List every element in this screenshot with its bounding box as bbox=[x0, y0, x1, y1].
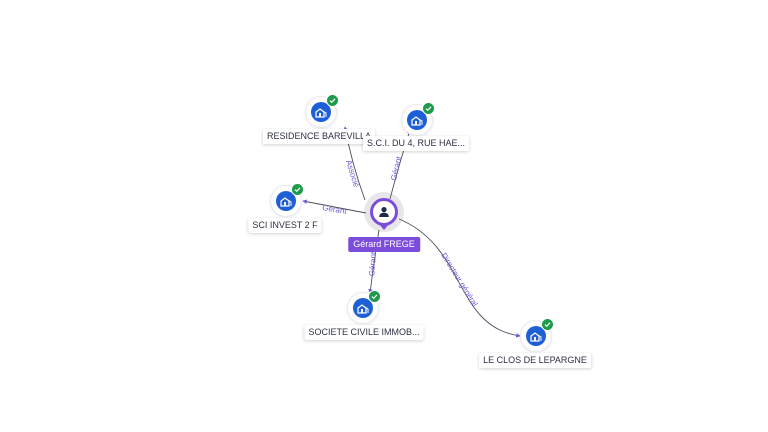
edge-label-clos: Directeur général bbox=[439, 251, 479, 308]
building-icon bbox=[526, 326, 546, 346]
company-node-civile[interactable] bbox=[348, 290, 381, 323]
edge-label-invest: Gérant bbox=[322, 203, 348, 216]
edge-label-civile: Gérant bbox=[367, 251, 378, 277]
company-node-residence[interactable] bbox=[306, 94, 339, 127]
company-label-residence[interactable]: RESIDENCE BAREVILLA bbox=[262, 129, 376, 144]
check-icon bbox=[368, 290, 381, 303]
building-icon bbox=[311, 102, 331, 122]
edge-clos bbox=[398, 218, 521, 338]
company-label-clos[interactable]: LE CLOS DE LEPARGNE bbox=[479, 353, 591, 368]
edge-label-sci4: Gérant bbox=[389, 155, 403, 182]
person-icon bbox=[379, 207, 389, 217]
company-label-civile[interactable]: SOCIETE CIVILE IMMOB... bbox=[304, 325, 424, 340]
person-node[interactable] bbox=[370, 198, 398, 226]
check-icon bbox=[422, 102, 435, 115]
edge-label-residence: Associé bbox=[344, 159, 361, 189]
company-node-invest[interactable] bbox=[271, 183, 304, 216]
company-node-sci4[interactable] bbox=[402, 102, 435, 135]
edge-civile bbox=[368, 229, 380, 294]
edge-invest bbox=[302, 199, 367, 214]
building-icon bbox=[276, 191, 296, 211]
building-icon bbox=[353, 298, 373, 318]
building-icon bbox=[407, 110, 427, 130]
company-label-sci4[interactable]: S.C.I. DU 4, RUE HAE... bbox=[362, 136, 470, 151]
check-icon bbox=[326, 94, 339, 107]
company-node-clos[interactable] bbox=[521, 318, 554, 351]
company-label-invest[interactable]: SCI INVEST 2 F bbox=[248, 218, 322, 233]
person-name-label[interactable]: Gérard FREGE bbox=[348, 237, 420, 252]
check-icon bbox=[291, 183, 304, 196]
check-icon bbox=[541, 318, 554, 331]
